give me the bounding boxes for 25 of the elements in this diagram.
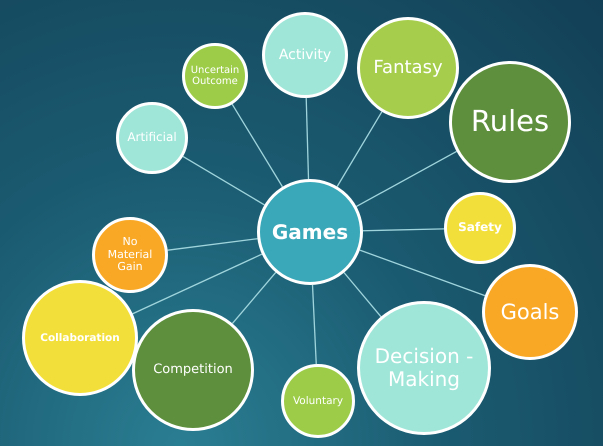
node-label: Rules bbox=[470, 105, 550, 139]
node-label: Uncertain Outcome bbox=[190, 64, 240, 88]
connector-line bbox=[356, 150, 457, 208]
node-label: Decision -Making bbox=[374, 345, 474, 391]
connector-line bbox=[232, 104, 283, 188]
node-label: Fantasy bbox=[373, 58, 443, 78]
node-label: Goals bbox=[500, 300, 560, 324]
connector-line bbox=[232, 272, 276, 324]
node-label: No Material Gain bbox=[106, 236, 154, 274]
connector-line bbox=[360, 250, 486, 296]
node-label: Activity bbox=[278, 46, 332, 64]
connector-line bbox=[312, 284, 317, 364]
node-label: Competition bbox=[153, 362, 233, 378]
node-label: Safety bbox=[458, 221, 502, 235]
connector-line bbox=[344, 272, 382, 318]
connector-line bbox=[132, 254, 262, 314]
node-label: Artificial bbox=[127, 131, 177, 145]
connector-line bbox=[336, 111, 382, 187]
connector-line bbox=[168, 238, 258, 251]
connector-line bbox=[182, 156, 265, 206]
node-label: Collaboration bbox=[40, 332, 120, 344]
node-label: Games bbox=[272, 220, 348, 244]
connector-line bbox=[306, 98, 310, 180]
node-label: Voluntary bbox=[292, 394, 344, 408]
connector-line bbox=[362, 228, 444, 232]
